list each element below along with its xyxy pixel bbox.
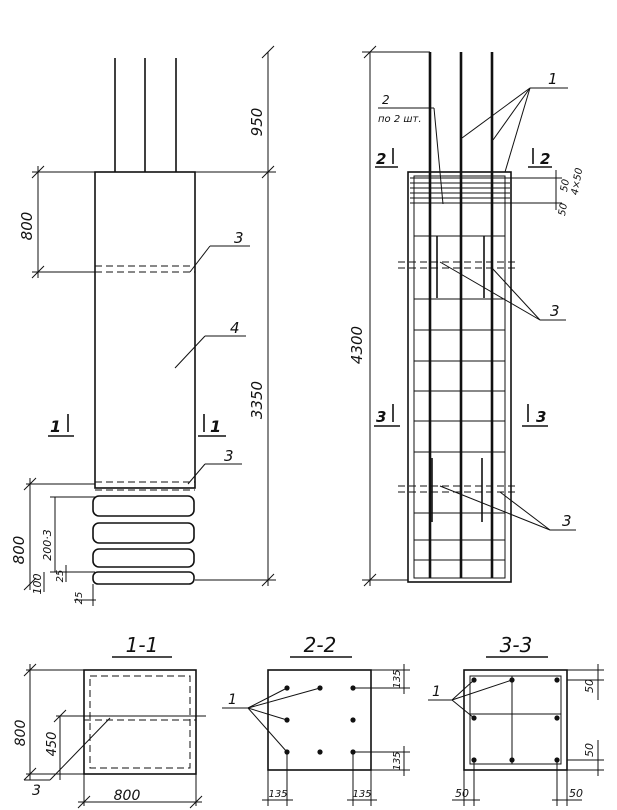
- leader-line: [461, 87, 531, 139]
- dim-tick: [261, 165, 275, 179]
- dim-800-width: 800: [114, 788, 141, 804]
- leader-line: [433, 107, 444, 205]
- section-outline: [267, 669, 372, 771]
- section-1-1: 1-1 800 450 3 800: [13, 633, 206, 809]
- leader-line: [451, 699, 475, 719]
- rebar-point: [509, 757, 515, 763]
- spacing-50-a: 50: [559, 178, 572, 192]
- groove-segment: [92, 571, 195, 585]
- cage-outline: [469, 675, 562, 765]
- dim-25-label: 25: [55, 570, 66, 583]
- groove-segment: [92, 548, 195, 568]
- leader-line: [451, 679, 475, 701]
- dim-tick: [31, 165, 45, 179]
- callout-3: 3: [32, 783, 41, 799]
- dim-tick: [23, 477, 37, 491]
- callout-2-note: по 2 шт.: [378, 114, 422, 125]
- dim-800-top-label: 800: [18, 212, 36, 241]
- callout-3-top: 3: [234, 229, 244, 247]
- dim-tick: [23, 767, 37, 781]
- spacing-4x50: 4×50: [570, 167, 586, 196]
- right-elevation: 4300 1 2 по 2 шт. 2 2 50 50 4×50 3: [348, 45, 586, 587]
- callout-1: 1: [432, 684, 441, 700]
- column-body: [94, 171, 196, 489]
- rebar-point: [350, 717, 356, 723]
- leader-line: [439, 261, 541, 321]
- groove-segment: [92, 495, 195, 517]
- leader-line: [491, 267, 541, 321]
- callout-3-bottom: 3: [224, 447, 234, 465]
- section-1-1-title: 1-1: [126, 633, 159, 657]
- cage-outline: [413, 175, 506, 579]
- leader-line: [247, 707, 288, 721]
- section-outline: [83, 669, 197, 775]
- leader-line: [247, 687, 321, 709]
- dim-tick: [23, 577, 37, 591]
- callout-3-upper-right: 3: [550, 302, 560, 320]
- section-mark-1-right: 1: [210, 417, 221, 436]
- dim-tick: [23, 663, 37, 677]
- dim-tick: [189, 795, 203, 809]
- dim-135-right: 135: [352, 789, 371, 800]
- leader-line: [247, 707, 288, 753]
- leader-line: [451, 679, 513, 701]
- callout-1-right: 1: [548, 70, 558, 88]
- leader-line: [247, 687, 288, 709]
- dim-800-height: 800: [13, 720, 29, 747]
- callout-3-lower-right: 3: [562, 512, 572, 530]
- dim-50-right-bottom: 50: [583, 743, 596, 757]
- dim-tick: [261, 573, 275, 587]
- section-mark-2-left: 2: [376, 150, 386, 168]
- section-2-2-title: 2-2: [304, 633, 337, 657]
- rebar-point: [554, 715, 560, 721]
- dim-tick: [53, 709, 67, 723]
- dim-25-offset-label: 25: [74, 592, 85, 605]
- section-2-2: 2-2 1 135 135 135 135: [222, 633, 410, 806]
- leader-line: [499, 491, 551, 531]
- dim-tick: [261, 45, 275, 59]
- leader-line: [439, 485, 551, 531]
- dim-135-bottom: 135: [392, 751, 403, 770]
- leader-line: [187, 463, 206, 485]
- dim-tick: [31, 265, 45, 279]
- leader-line: [189, 245, 211, 273]
- dim-800-bottom-label: 800: [10, 536, 28, 565]
- dim-3350-label: 3350: [248, 381, 266, 419]
- leader-line: [174, 335, 206, 369]
- callout-1: 1: [228, 692, 237, 708]
- section-mark-3-left: 3: [376, 408, 386, 426]
- section-mark-2-right: 2: [540, 150, 550, 168]
- dim-4300-label: 4300: [348, 326, 366, 364]
- section-3-3-title: 3-3: [500, 633, 533, 657]
- groove-segment: [92, 522, 195, 544]
- left-elevation: 950 3350 800 800 200·3 100 25 25 3 4: [10, 45, 276, 606]
- dim-50-right-top: 50: [583, 679, 596, 693]
- dim-50-bottom-left: 50: [455, 787, 469, 800]
- dim-450: 450: [45, 732, 60, 757]
- dim-50-bottom-right: 50: [569, 787, 583, 800]
- dim-950-label: 950: [248, 108, 266, 137]
- section-mark-3-right: 3: [536, 408, 546, 426]
- leader-line: [504, 87, 531, 173]
- spacing-50-b: 50: [557, 202, 570, 216]
- dim-135-top: 135: [392, 669, 403, 688]
- callout-2-number: 2: [382, 93, 390, 107]
- section-outline: [463, 669, 568, 771]
- rebar-point: [554, 677, 560, 683]
- leader-line: [49, 717, 111, 781]
- section-mark-1-left: 1: [50, 417, 61, 436]
- callout-4: 4: [230, 319, 240, 337]
- leader-line: [492, 87, 531, 141]
- column-outline: [407, 171, 512, 583]
- dim-135-left: 135: [268, 789, 287, 800]
- dim-200x3-label: 200·3: [41, 529, 54, 561]
- section-3-3: 3-3 1 50 50 50 50: [428, 633, 604, 806]
- dim-tick: [77, 795, 91, 809]
- mesh-outline: [89, 675, 191, 769]
- dim-100-label: 100: [31, 574, 44, 595]
- rebar-point: [317, 749, 323, 755]
